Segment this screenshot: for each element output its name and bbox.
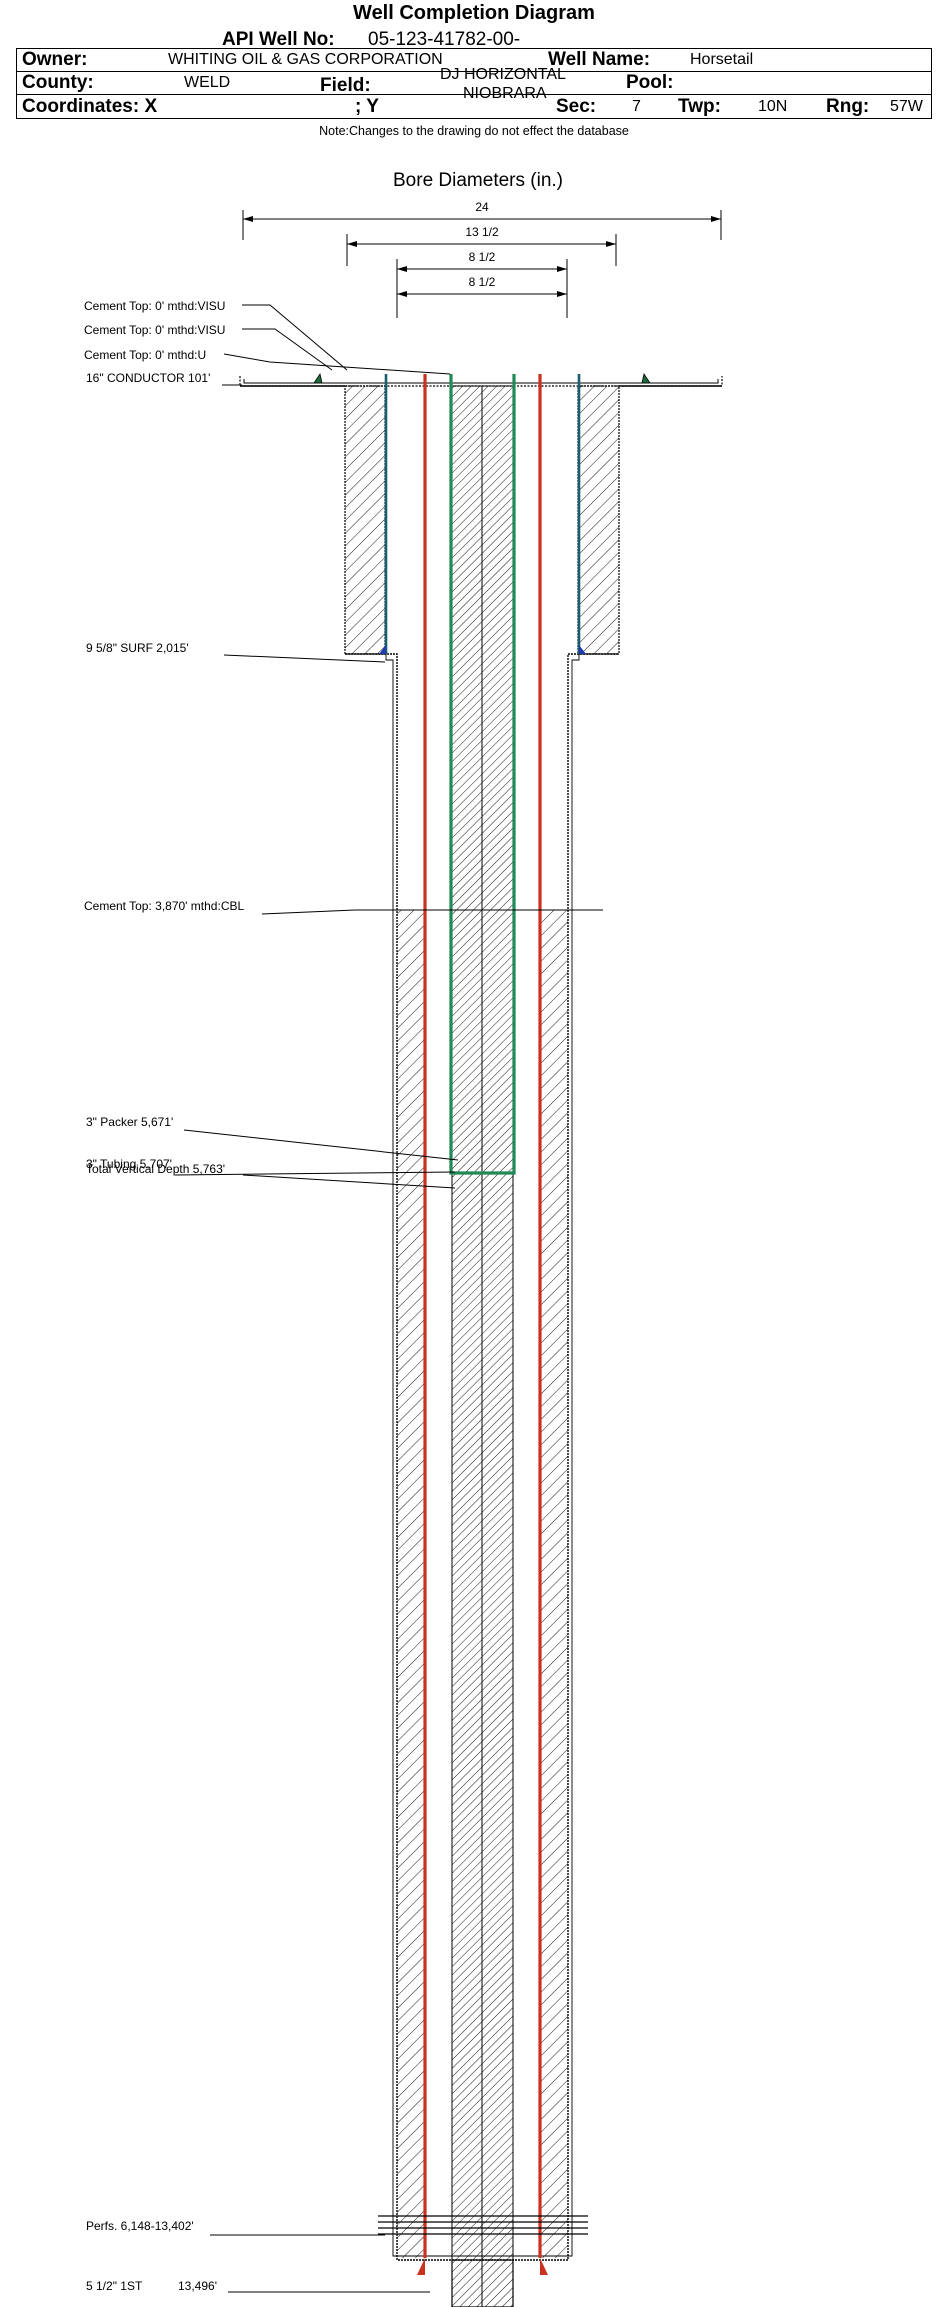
tubing-tail [451, 2259, 514, 2307]
document-title: Well Completion Diagram [353, 2, 595, 24]
tubing-label: 3" Tubing 5,707' [86, 1157, 172, 1171]
packer-label: 3" Packer 5,671' [86, 1115, 173, 1129]
sec-value: 7 [632, 98, 641, 115]
ground-surface [239, 376, 723, 387]
owner-label: Owner: [22, 49, 88, 70]
bore-dimension-label: 24 [475, 200, 489, 214]
coordinates-label: Coordinates: X [22, 96, 158, 117]
api-value: 05-123-41782-00- [368, 29, 521, 50]
production-casing-depth: 13,496' [178, 2279, 217, 2293]
rng-value: 57W [890, 98, 923, 115]
y-coordinate-label: ; Y [355, 96, 379, 117]
cement-top-label: Cement Top: 0' mthd:VISU [84, 323, 225, 337]
surface-casing-label: 9 5/8" SURF 2,015' [86, 641, 189, 655]
header-table [16, 48, 932, 119]
sec-label: Sec: [556, 96, 597, 117]
total-vertical-depth-label: Total Vertical Depth 5,763' [86, 1162, 225, 1176]
bore-dimension-13-1-2: 13 1/2 [346, 225, 617, 266]
tubing-annulus-right [481, 385, 514, 2307]
conductor-label: 16" CONDUCTOR 101' [86, 371, 210, 385]
bore-dimension-8-1-2-a: 8 1/2 [396, 250, 568, 318]
perforations-label: Perfs. 6,148-13,402' [86, 2219, 194, 2233]
bore-dimension-8-1-2-b: 8 1/2 [397, 275, 567, 297]
twp-label: Twp: [678, 96, 721, 117]
header-section: Well Completion Diagram API Well No: 05-… [0, 0, 948, 140]
county-value: WELD [184, 74, 231, 91]
tubing-annulus-left [451, 385, 483, 2307]
cement-top-label: Cement Top: 0' mthd:U [84, 348, 206, 362]
production-casing-shoe-right [540, 2258, 548, 2275]
twp-value: 10N [758, 98, 788, 115]
production-casing-label: 5 1/2" 1ST [86, 2279, 143, 2293]
api-label: API Well No: [222, 29, 335, 50]
field-value-line1: DJ HORIZONTAL [440, 66, 566, 83]
pool-label: Pool: [626, 72, 674, 93]
surface-cement-left [344, 385, 386, 655]
bore-diameters-title: Bore Diameters (in.) [393, 170, 563, 191]
production-cement-left [397, 910, 424, 2258]
leader-lines [174, 304, 603, 2293]
surface-casing-shoe-right [579, 645, 586, 654]
tubing-string [449, 374, 516, 1175]
rng-label: Rng: [826, 96, 870, 117]
perforations [378, 2215, 588, 2235]
cement-top-label: Cement Top: 0' mthd:VISU [84, 299, 225, 313]
surface-casing-shoe-left [379, 645, 386, 654]
bore-dimension-label: 8 1/2 [469, 275, 496, 289]
well-name-label: Well Name: [548, 49, 651, 70]
database-note: Note:Changes to the drawing do not effec… [319, 124, 629, 138]
county-label: County: [22, 72, 94, 93]
bore-dimension-label: 8 1/2 [469, 250, 496, 264]
conductor-cement-marker [313, 372, 651, 384]
well-name-value: Horsetail [690, 51, 754, 68]
production-casing-shoe-left [417, 2258, 425, 2275]
field-label: Field: [320, 75, 371, 96]
cement-top-cbl-label: Cement Top: 3,870' mthd:CBL [84, 899, 244, 913]
production-cement-right [541, 910, 568, 2258]
bore-dimension-24: 24 [242, 200, 722, 240]
surface-cement-right [577, 385, 620, 655]
bore-dimension-label: 13 1/2 [465, 225, 499, 239]
owner-value: WHITING OIL & GAS CORPORATION [168, 51, 443, 68]
field-value-line2: NIOBRARA [463, 85, 547, 102]
